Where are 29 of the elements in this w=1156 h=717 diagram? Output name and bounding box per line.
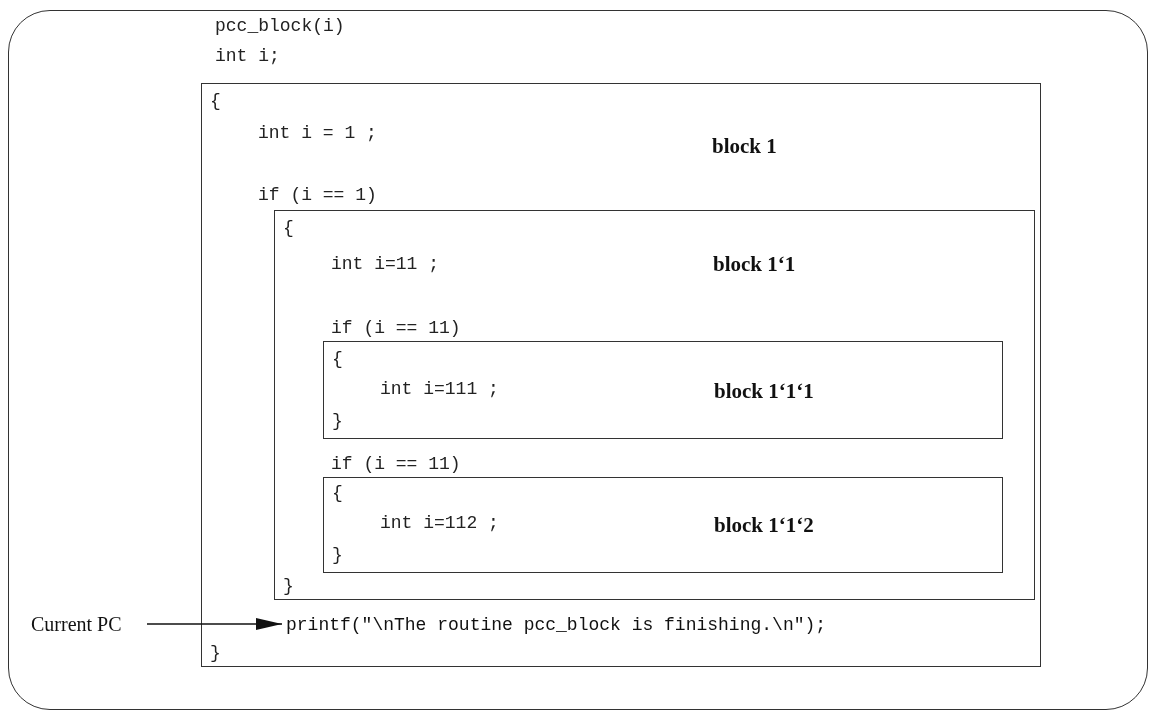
code-line: printf("\nThe routine pcc_block is finishing.\n");: [286, 613, 826, 637]
arrow: [146, 618, 283, 630]
code-line: {: [283, 217, 294, 239]
code-line: int i = 1 ;: [258, 122, 377, 144]
code-block-box: [323, 341, 1003, 439]
code-line: }: [283, 575, 294, 597]
code-line: }: [210, 642, 221, 664]
code-line: pcc_block(i): [215, 15, 345, 37]
pointer-label: Current PC: [31, 611, 141, 637]
block-label: block 1: [712, 135, 777, 157]
code-line: int i=11 ;: [331, 253, 440, 275]
block-label: block 1‘1: [713, 253, 796, 275]
block-label: block 1‘1‘2: [714, 514, 814, 536]
code-line: {: [332, 348, 343, 370]
code-line: int i;: [215, 45, 280, 67]
code-line: if (i == 11): [331, 317, 461, 339]
outer-frame: [8, 10, 1148, 710]
code-line: }: [332, 410, 343, 432]
code-line: if (i == 11): [331, 453, 461, 475]
code-block-box: [274, 210, 1035, 600]
code-block-box: [201, 83, 1041, 667]
code-line: if (i == 1): [258, 184, 377, 206]
code-line: }: [332, 544, 343, 566]
code-block-box: [323, 477, 1003, 573]
code-line: int i=112 ;: [380, 512, 499, 534]
code-line: {: [210, 90, 221, 112]
code-line: {: [332, 482, 343, 504]
block-label: block 1‘1‘1: [714, 380, 814, 402]
code-line: int i=111 ;: [380, 378, 499, 400]
